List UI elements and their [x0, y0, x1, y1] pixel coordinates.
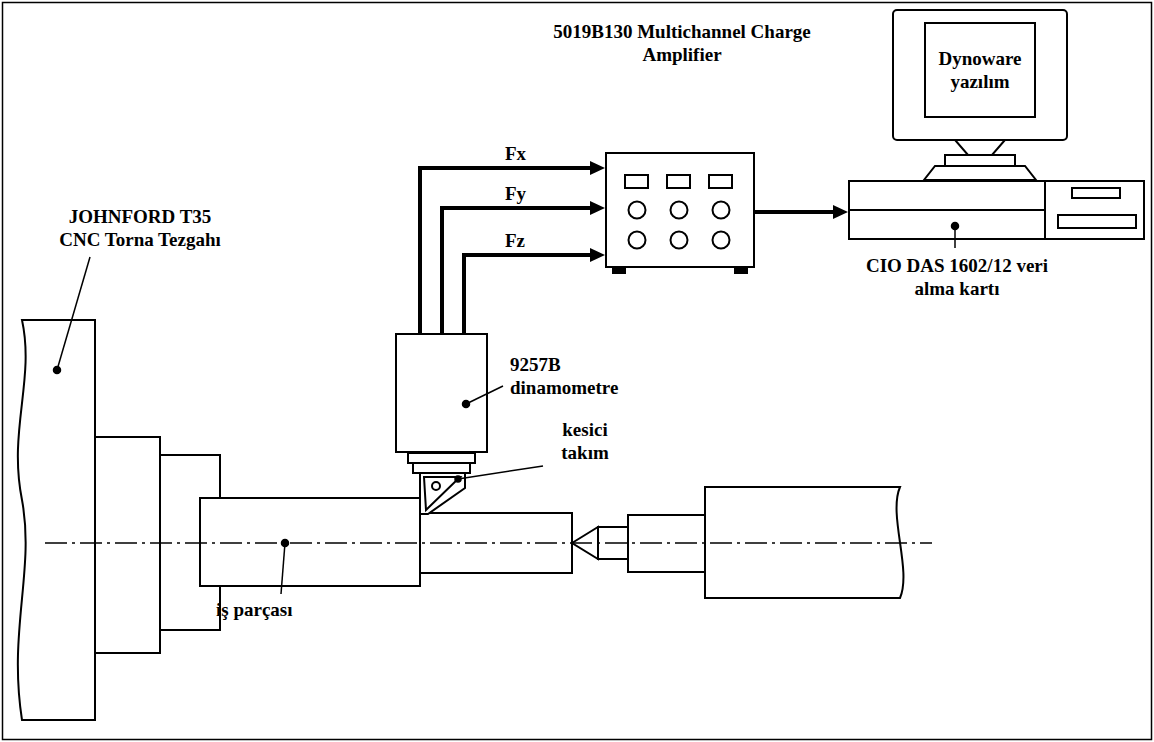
monitor — [893, 10, 1067, 140]
leader-dot — [54, 367, 61, 374]
signal-arrow — [442, 208, 592, 333]
node-text: Dynoware yazılım — [930, 47, 1030, 93]
arrow-head — [590, 201, 605, 215]
node-caption: 9257B dinamometre — [510, 353, 660, 399]
amplifier-box: 5019B130 Multichannel Charge Amplifier — [605, 152, 755, 268]
monitor-base — [924, 166, 1036, 180]
arrow-head — [590, 248, 605, 262]
monitor-neck — [955, 140, 1005, 155]
display-window — [667, 175, 690, 188]
computer-case: CIO DAS 1602/12 veri alma kartı — [848, 180, 1145, 240]
monitor-screen: Dynoware yazılım — [924, 22, 1036, 118]
lathe-drawing — [18, 320, 904, 720]
foot — [735, 268, 747, 273]
arrow-head — [590, 161, 605, 175]
case-divider — [848, 209, 1045, 211]
leader-dot — [463, 401, 470, 408]
leader-dot — [455, 476, 461, 482]
leader-line — [466, 386, 503, 404]
node-caption: 5019B130 Multichannel Charge Amplifier — [552, 20, 812, 66]
signal-label: Fx — [505, 142, 526, 165]
headstock — [18, 320, 95, 720]
signal-arrow — [755, 210, 835, 214]
tool-label: kesici takım — [545, 418, 625, 464]
leader-lines — [54, 223, 959, 595]
arrow-head — [833, 205, 848, 219]
leader-line — [281, 543, 285, 594]
drive-slot — [1072, 188, 1120, 198]
display-window — [709, 175, 732, 188]
knob — [629, 232, 646, 249]
amplifier-details — [613, 175, 747, 273]
cutting-insert — [424, 477, 460, 510]
leader-line — [57, 257, 90, 370]
computer-drawing — [848, 10, 1136, 240]
machine-label: JOHNFORD T35 CNC Torna Tezgahı — [50, 205, 230, 251]
signal-label: Fy — [505, 182, 526, 205]
leader-dot — [282, 540, 289, 547]
leader-dot — [952, 223, 959, 230]
knob — [713, 232, 730, 249]
signal-arrow — [420, 168, 592, 333]
signal-label: Fz — [505, 229, 525, 252]
knob — [671, 202, 688, 219]
tool-holder-collar — [413, 463, 470, 473]
drive-slot — [1058, 215, 1136, 228]
monitor-stand — [945, 155, 1015, 166]
knob — [671, 232, 688, 249]
foot — [613, 268, 625, 273]
dynamometer-box: 9257B dinamometre — [395, 333, 488, 453]
tailstock — [705, 487, 903, 598]
insert-screw — [432, 482, 440, 490]
knob — [629, 202, 646, 219]
frame — [3, 3, 1152, 740]
knob — [713, 202, 730, 219]
signal-arrow — [464, 255, 592, 333]
center-line — [45, 542, 932, 544]
workpiece-label: iş parçası — [216, 598, 293, 621]
tool-holder-collar — [408, 453, 475, 463]
workpiece-large — [200, 498, 420, 586]
chuck — [95, 437, 160, 653]
display-window — [625, 175, 648, 188]
leader-line — [458, 466, 543, 479]
node-caption: CIO DAS 1602/12 veri alma kartı — [862, 254, 1052, 300]
tool-holder — [420, 473, 465, 514]
